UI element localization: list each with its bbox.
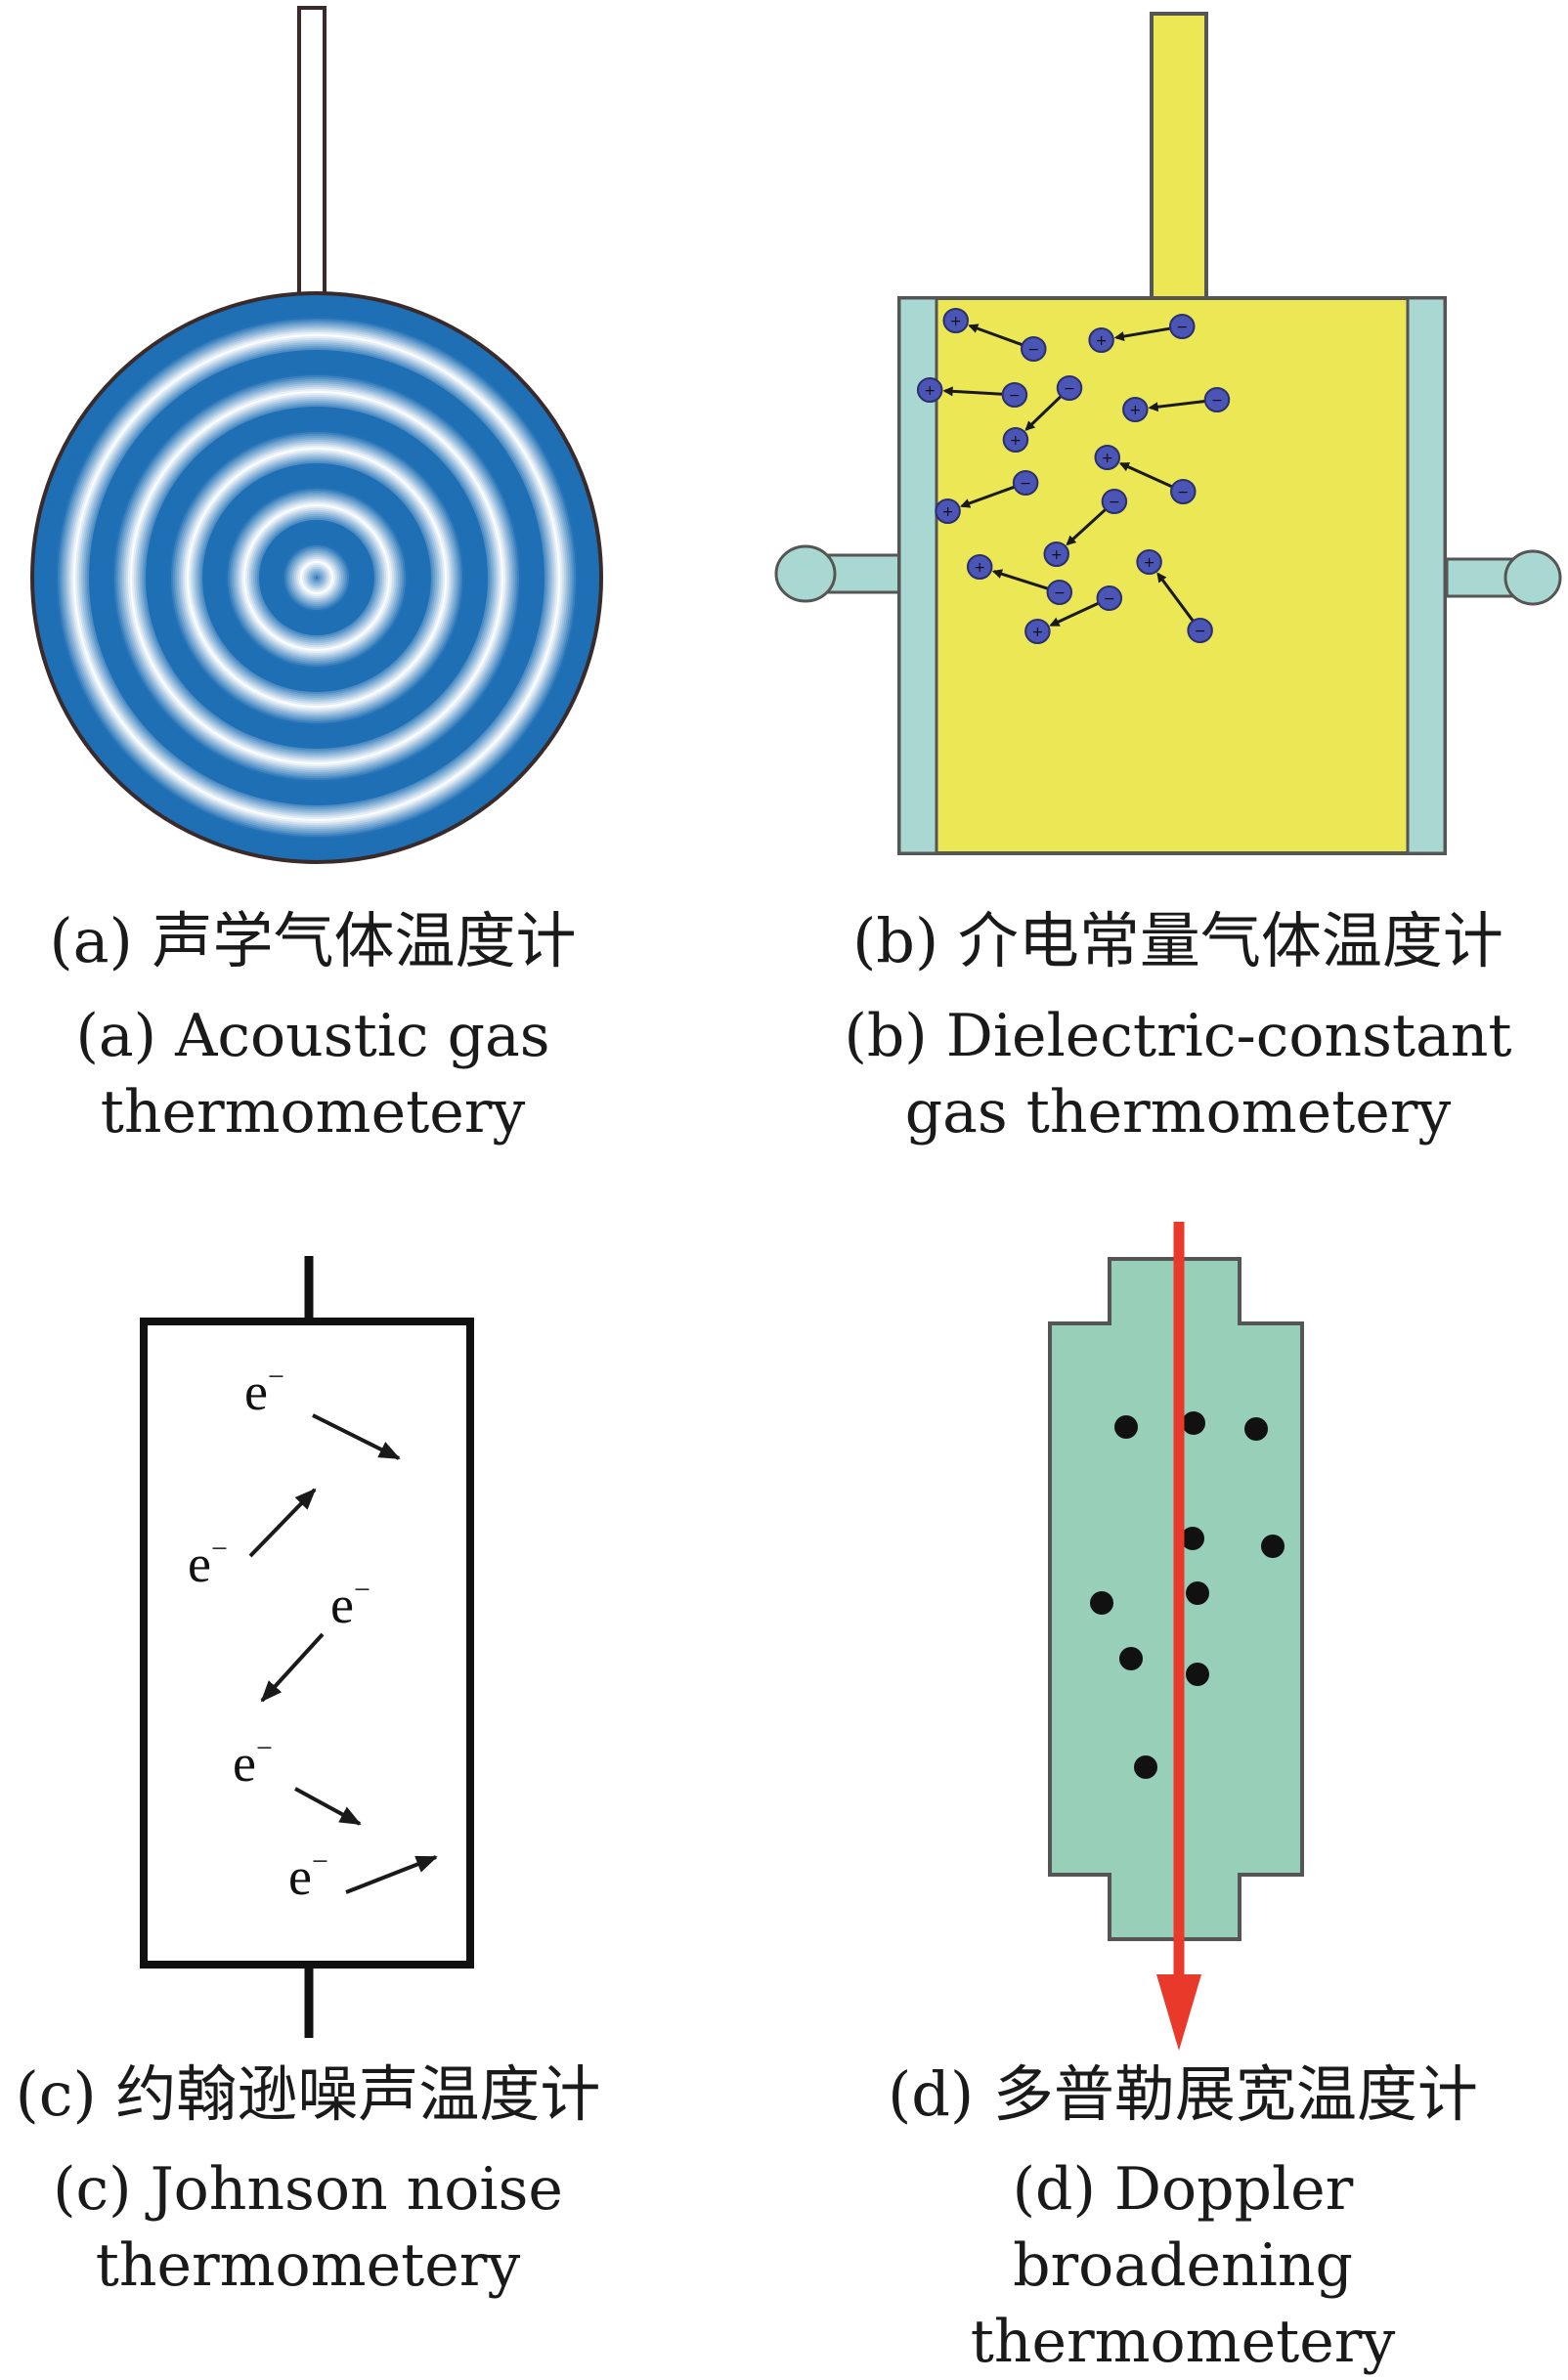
- molecule-negative-sign: −: [1109, 495, 1120, 510]
- dipole-molecule: +−: [966, 554, 1073, 605]
- molecule-negative-sign: −: [1064, 381, 1075, 397]
- dipole-molecule: +−: [1043, 489, 1128, 567]
- molecule-positive-sign: +: [1102, 451, 1113, 466]
- molecule-negative-sign: −: [1054, 585, 1066, 601]
- molecule-negative-sign: −: [1211, 393, 1223, 409]
- dipole-molecule: +−: [1002, 375, 1083, 453]
- acoustic-resonator-diagram: [30, 6, 603, 864]
- molecule-negative-sign: −: [1177, 485, 1189, 500]
- dipole-molecule: +−: [1024, 585, 1123, 644]
- doppler-gas-cell-diagram: [1048, 1222, 1304, 2051]
- dipole-molecule: +−: [1094, 445, 1197, 504]
- caption-d-chinese: (d) 多普勒展宽温度计: [888, 2058, 1478, 2130]
- caption-d-english-line1: (d) Doppler broadening: [1012, 2155, 1354, 2300]
- electron-velocity-arrow: [294, 1787, 362, 1826]
- electron-label: e−: [288, 1845, 328, 1906]
- molecule-negative-sign: −: [1104, 591, 1115, 607]
- resonator-outline: [30, 291, 603, 864]
- dipole-molecule: +−: [1122, 387, 1231, 422]
- right-electrode-plate: [1406, 296, 1447, 855]
- caption-b-english-line2: gas thermometery: [904, 1078, 1452, 1147]
- electron-label: e−: [188, 1533, 228, 1593]
- caption-b-english-line1: (b) Dielectric-constant: [844, 1002, 1512, 1070]
- molecule-negative-sign: −: [1027, 342, 1039, 358]
- gas-atom: [1119, 1647, 1143, 1670]
- dipole-molecule: +−: [1136, 549, 1213, 643]
- capacitor-fill-tube: [1150, 12, 1208, 309]
- caption-d: (d) 多普勒展宽温度计 (d) Doppler broadening ther…: [841, 2057, 1525, 2380]
- molecule-negative-sign: −: [1176, 320, 1188, 335]
- molecule-positive-sign: +: [1051, 547, 1063, 563]
- electron: e−: [233, 1732, 362, 1826]
- polarized-molecules: +−+−+−+−+−+−+−+−+−+−+−: [916, 308, 1231, 644]
- caption-a-english: (a) Acoustic gas thermometery: [0, 998, 626, 1150]
- molecule-positive-sign: +: [924, 383, 936, 399]
- resonator-neck-tube: [297, 6, 327, 305]
- caption-c: (c) 约翰逊噪声温度计 (c) Johnson noise thermomet…: [0, 2057, 616, 2304]
- molecule-positive-sign: +: [1096, 333, 1108, 349]
- caption-b-chinese: (b) 介电常量气体温度计: [852, 905, 1503, 976]
- electron: e−: [260, 1574, 370, 1703]
- caption-c-english: (c) Johnson noise thermometery: [0, 2151, 616, 2304]
- caption-a-chinese: (a) 声学气体温度计: [49, 905, 577, 976]
- molecule-negative-sign: −: [1009, 388, 1021, 404]
- gas-atoms: [1090, 1411, 1285, 1779]
- caption-a-english-line1: (a) Acoustic gas: [75, 1002, 550, 1070]
- molecule-positive-sign: +: [950, 314, 962, 329]
- gas-atom: [1186, 1581, 1209, 1605]
- gas-atom: [1182, 1411, 1205, 1435]
- electron-label: e−: [233, 1732, 273, 1793]
- thermal-electrons: e−e−e−e−e−: [188, 1361, 438, 1906]
- left-terminal: [774, 544, 903, 603]
- electron-velocity-arrow: [345, 1855, 438, 1894]
- gas-atom: [1244, 1417, 1268, 1441]
- molecule-negative-sign: −: [1195, 624, 1206, 639]
- electron-velocity-arrow: [312, 1413, 401, 1460]
- dipole-molecule: +−: [916, 377, 1028, 408]
- acoustic-wave-rings: [32, 293, 601, 862]
- electron: e−: [188, 1488, 317, 1593]
- caption-a: (a) 声学气体温度计 (a) Acoustic gas thermometer…: [0, 904, 626, 1150]
- caption-b-english: (b) Dielectric-constant gas thermometery: [802, 998, 1554, 1150]
- electron: e−: [244, 1361, 401, 1460]
- molecule-positive-sign: +: [1031, 625, 1043, 640]
- dipole-molecule: +−: [942, 308, 1047, 362]
- caption-c-english-line2: thermometery: [95, 2231, 521, 2300]
- electron-velocity-arrow: [248, 1488, 317, 1558]
- molecule-positive-sign: +: [1144, 555, 1155, 571]
- caption-a-english-line2: thermometery: [100, 1078, 526, 1147]
- laser-beam: [1156, 1222, 1201, 2051]
- caption-d-english: (d) Doppler broadening thermometery: [841, 2151, 1525, 2380]
- caption-c-english-line1: (c) Johnson noise: [53, 2155, 563, 2224]
- right-terminal: [1445, 549, 1562, 606]
- molecule-positive-sign: +: [1129, 403, 1141, 418]
- molecule-positive-sign: +: [1010, 433, 1022, 449]
- caption-d-english-line2: thermometery: [970, 2308, 1396, 2376]
- gas-chamber: [897, 296, 1447, 855]
- gas-atom: [1114, 1415, 1138, 1439]
- johnson-noise-resistor-diagram: e−e−e−e−e−: [140, 1256, 474, 2038]
- electron-label: e−: [244, 1361, 284, 1421]
- electron-label: e−: [330, 1574, 370, 1634]
- gas-atom: [1134, 1755, 1157, 1779]
- molecule-negative-sign: −: [1020, 476, 1031, 492]
- gas-atom: [1090, 1591, 1113, 1615]
- gas-atom: [1181, 1527, 1204, 1550]
- molecule-positive-sign: +: [942, 504, 954, 520]
- caption-c-chinese: (c) 约翰逊噪声温度计: [15, 2058, 601, 2130]
- dipole-molecule: +−: [935, 470, 1039, 524]
- electron-velocity-arrow: [260, 1632, 325, 1703]
- caption-b: (b) 介电常量气体温度计 (b) Dielectric-constant ga…: [802, 904, 1554, 1150]
- dipole-molecule: +−: [1088, 314, 1196, 353]
- dielectric-capacitor-diagram: +−+−+−+−+−+−+−+−+−+−+−: [774, 12, 1562, 855]
- laser-beam-arrowhead: [1156, 1974, 1201, 2051]
- gas-atom: [1186, 1663, 1209, 1686]
- gas-atom: [1261, 1535, 1285, 1558]
- molecule-positive-sign: +: [974, 560, 985, 576]
- electron: e−: [288, 1845, 438, 1906]
